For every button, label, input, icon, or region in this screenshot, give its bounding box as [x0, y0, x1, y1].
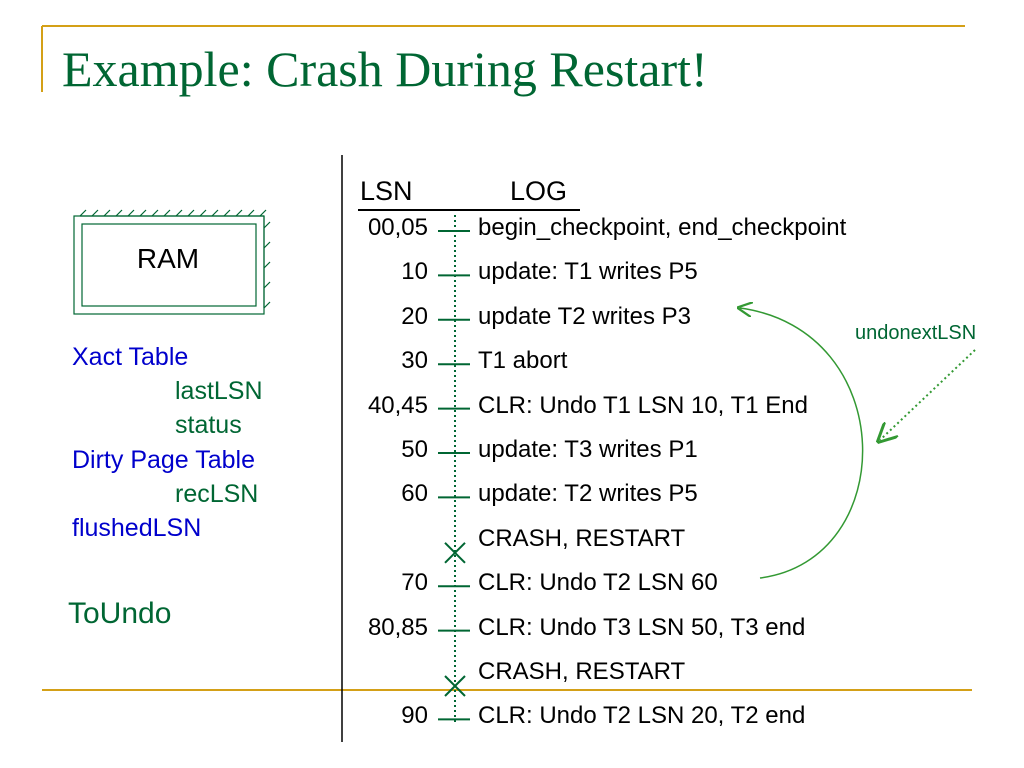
log-row-lsn: 20	[401, 302, 428, 330]
log-row: 60 update: T2 writes P5	[0, 480, 1024, 520]
ram-box	[73, 209, 271, 315]
log-row: 20 update T2 writes P3	[0, 303, 1024, 343]
log-row-lsn: 80,85	[367, 613, 428, 641]
log-row-entry: update: T2 writes P5	[478, 480, 698, 508]
log-row-entry: CLR: Undo T2 LSN 20, T2 end	[478, 702, 806, 730]
log-row: 00,05 begin_checkpoint, end_checkpoint	[0, 214, 1024, 254]
crash-marker-icon	[444, 542, 466, 564]
log-row-entry: CLR: Undo T2 LSN 60	[478, 569, 718, 597]
log-row-lsn: 10	[401, 258, 428, 286]
rec-lsn-label: recLSN	[175, 480, 259, 508]
log-row-entry: CRASH, RESTART	[478, 524, 686, 552]
dirty-page-table-label: Dirty Page Table	[72, 446, 255, 474]
status-label: status	[175, 411, 242, 439]
undonextlsn-label: undonextLSN	[855, 322, 977, 344]
log-row-entry: CRASH, RESTART	[478, 658, 686, 685]
flushed-lsn-label: flushedLSN	[72, 514, 202, 542]
log-row: 90 CLR: Undo T2 LSN 20, T2 end	[0, 702, 1024, 742]
undonext-curve	[740, 308, 864, 579]
log-row-lsn: 00,05	[367, 214, 428, 241]
log-row: 30 T1 abort	[0, 347, 1024, 387]
header-underline	[358, 209, 580, 211]
log-row: CRASH, RESTART	[0, 525, 1024, 565]
toundo-label: ToUndo	[68, 597, 172, 630]
log-row: 50 update: T3 writes P1	[0, 436, 1024, 476]
log-row-entry: begin_checkpoint, end_checkpoint	[478, 214, 847, 241]
log-row: CRASH, RESTART	[0, 658, 1024, 698]
log-row-lsn: 70	[401, 569, 428, 597]
crash-marker-icon	[444, 675, 466, 697]
log-row: 10 update: T1 writes P5	[0, 258, 1024, 298]
log-row-lsn: 90	[401, 702, 428, 730]
log-row-entry: CLR: Undo T1 LSN 10, T1 End	[478, 391, 808, 419]
log-row-entry: CLR: Undo T3 LSN 50, T3 end	[478, 613, 806, 641]
log-row-entry: T1 abort	[478, 347, 568, 375]
log-column-header: LOG	[510, 176, 568, 206]
log-row-lsn: 30	[401, 347, 428, 375]
ram-label: RAM	[136, 243, 200, 274]
lsn-column-header: LSN	[360, 176, 413, 206]
last-lsn-label: lastLSN	[175, 377, 263, 405]
log-row-lsn: 40,45	[367, 391, 428, 419]
log-row: 80,85 CLR: Undo T3 LSN 50, T3 end	[0, 614, 1024, 654]
log-row-entry: update: T1 writes P5	[478, 258, 698, 286]
xact-table-label: Xact Table	[72, 343, 189, 371]
log-row-lsn: 60	[401, 480, 428, 508]
log-row-entry: update: T3 writes P1	[478, 436, 698, 463]
slide-title: Example: Crash During Restart!	[62, 41, 708, 97]
log-row: 70 CLR: Undo T2 LSN 60	[0, 569, 1024, 609]
log-row: 40,45 CLR: Undo T1 LSN 10, T1 End	[0, 392, 1024, 432]
log-row-lsn: 50	[401, 436, 428, 463]
log-row-entry: update T2 writes P3	[478, 302, 692, 330]
undonext-pointer	[880, 349, 976, 440]
